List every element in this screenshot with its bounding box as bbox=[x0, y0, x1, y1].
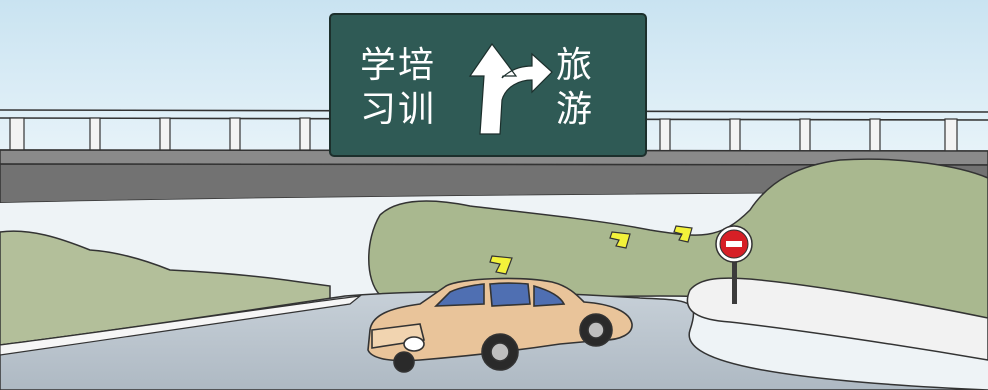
chevron-icon bbox=[489, 255, 513, 275]
left-curb bbox=[0, 295, 363, 356]
sign-left-line-2: 习训 bbox=[360, 89, 437, 130]
chevron-icon bbox=[609, 231, 631, 249]
bridge-deck-top bbox=[0, 149, 988, 166]
chevron-icon bbox=[673, 225, 693, 243]
sign-left-line-1: 学培 bbox=[360, 45, 437, 86]
no-entry-sign bbox=[715, 225, 753, 304]
right-barrier bbox=[686, 277, 988, 361]
chevron-markers bbox=[489, 225, 693, 275]
car bbox=[367, 277, 633, 373]
sign-right-line-2: 游 bbox=[556, 89, 595, 130]
straight-and-right-turn-arrow-icon bbox=[468, 42, 553, 135]
sign-right-line-1: 旅 bbox=[556, 45, 595, 86]
